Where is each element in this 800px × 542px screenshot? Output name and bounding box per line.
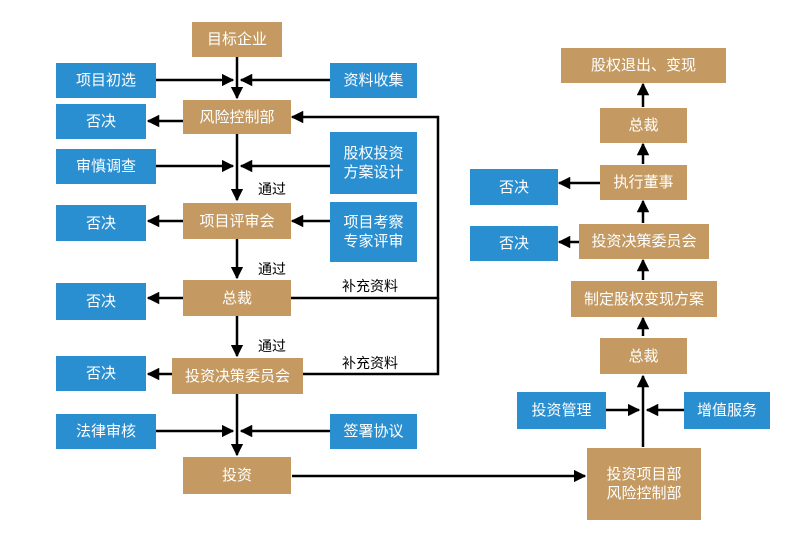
node-ceo-3: 总裁 <box>600 108 687 143</box>
label-pass-3: 通过 <box>258 339 286 355</box>
node-mgmt: 投资管理 <box>517 392 606 429</box>
node-diligence: 审慎调查 <box>56 149 156 184</box>
edge-loop-committee <box>303 298 440 376</box>
label-pass-2: 通过 <box>258 262 286 278</box>
node-board: 执行董事 <box>600 165 687 200</box>
node-exit: 股权退出、变现 <box>561 48 726 83</box>
node-reject-4: 否决 <box>56 356 146 391</box>
node-invest: 投资 <box>183 457 291 494</box>
node-collect: 资料收集 <box>330 63 417 98</box>
node-expert: 项目考察 专家评审 <box>330 202 417 262</box>
label-supplement-1: 补充资料 <box>342 279 398 295</box>
node-risk-control: 风险控制部 <box>183 100 291 134</box>
node-target: 目标企业 <box>192 22 282 57</box>
node-committee-1: 投资决策委员会 <box>172 358 303 394</box>
node-dept: 投资项目部 风险控制部 <box>587 448 701 520</box>
label-supplement-2: 补充资料 <box>342 356 398 372</box>
node-reject-2: 否决 <box>56 205 146 241</box>
node-ceo-2: 总裁 <box>600 338 687 374</box>
node-legal: 法律审核 <box>56 414 156 449</box>
node-design: 股权投资 方案设计 <box>330 132 417 194</box>
node-ceo-1: 总裁 <box>183 280 291 316</box>
node-prelim: 项目初选 <box>56 63 156 98</box>
label-pass-1: 通过 <box>258 182 286 198</box>
node-reject-1: 否决 <box>56 104 146 139</box>
node-reject-6: 否决 <box>470 169 558 205</box>
node-sign: 签署协议 <box>330 414 417 449</box>
node-plan: 制定股权变现方案 <box>571 281 717 317</box>
node-reject-5: 否决 <box>470 226 558 261</box>
node-committee-2: 投资决策委员会 <box>579 224 709 259</box>
edge-loop <box>290 110 440 300</box>
node-reject-3: 否决 <box>56 283 146 320</box>
node-value: 增值服务 <box>684 392 770 429</box>
node-project-review: 项目评审会 <box>183 203 291 239</box>
